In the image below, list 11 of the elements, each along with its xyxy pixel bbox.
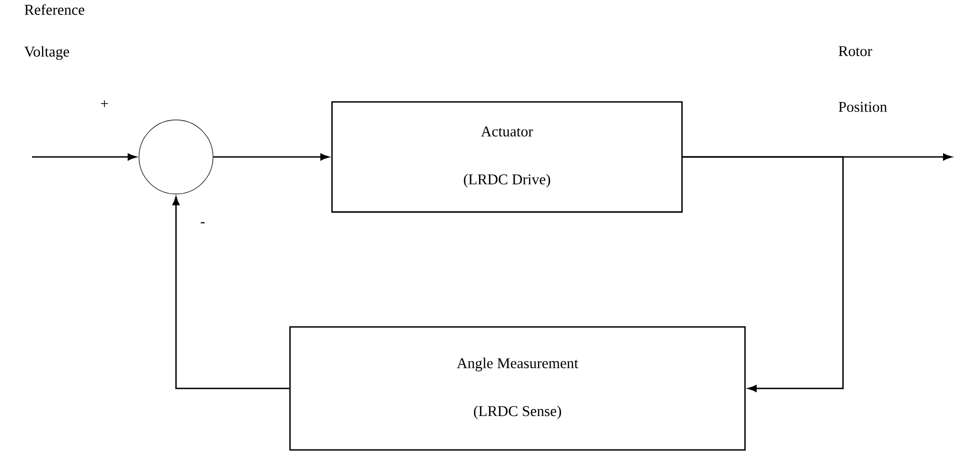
process-box: Actuator (LRDC Drive): [331, 101, 683, 213]
signal-label: Reference Voltage: [24, 4, 84, 60]
summing-circle: [138, 120, 214, 194]
arrow: [32, 154, 136, 160]
arrow: [172, 196, 290, 390]
arrow: [213, 154, 330, 160]
signal-label: Rotor Position: [838, 46, 887, 112]
arrow: [682, 156, 844, 392]
sign-label: -: [200, 222, 205, 224]
sign-label: +: [100, 100, 108, 108]
feedback-box: Angle Measurement (LRDC Sense): [289, 326, 746, 451]
